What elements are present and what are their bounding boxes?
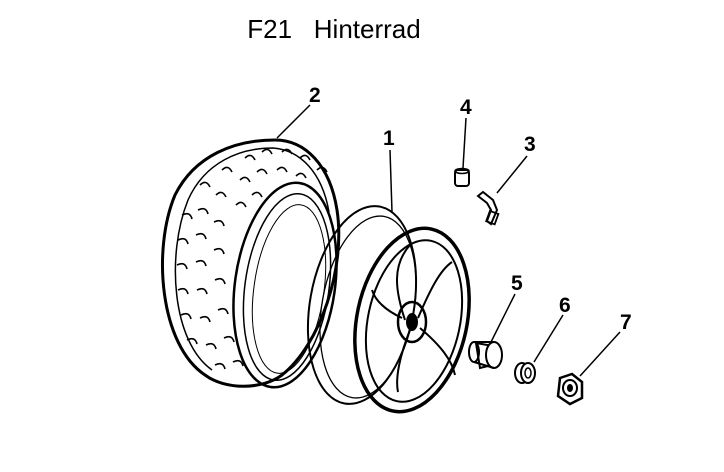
title-code: F21 xyxy=(247,14,293,44)
rim-drawing xyxy=(306,205,471,414)
spacer-drawing xyxy=(468,341,503,370)
page-title: F21 Hinterrad xyxy=(0,14,668,45)
callout-valve-cap: 4 xyxy=(460,96,472,119)
callout-valve: 3 xyxy=(524,133,536,156)
callout-axle-nut: 7 xyxy=(620,311,632,334)
leader-lines xyxy=(276,104,621,377)
valve-drawing xyxy=(476,190,500,226)
callout-washer: 6 xyxy=(559,294,571,317)
axle-nut-drawing xyxy=(556,372,584,406)
callout-spacer: 5 xyxy=(511,272,523,295)
valve-cap-drawing xyxy=(454,167,470,187)
tire-drawing xyxy=(161,138,341,389)
callout-tire: 2 xyxy=(309,84,321,107)
title-name: Hinterrad xyxy=(313,14,421,44)
washer-drawing xyxy=(514,362,536,384)
callout-rim: 1 xyxy=(383,127,395,150)
